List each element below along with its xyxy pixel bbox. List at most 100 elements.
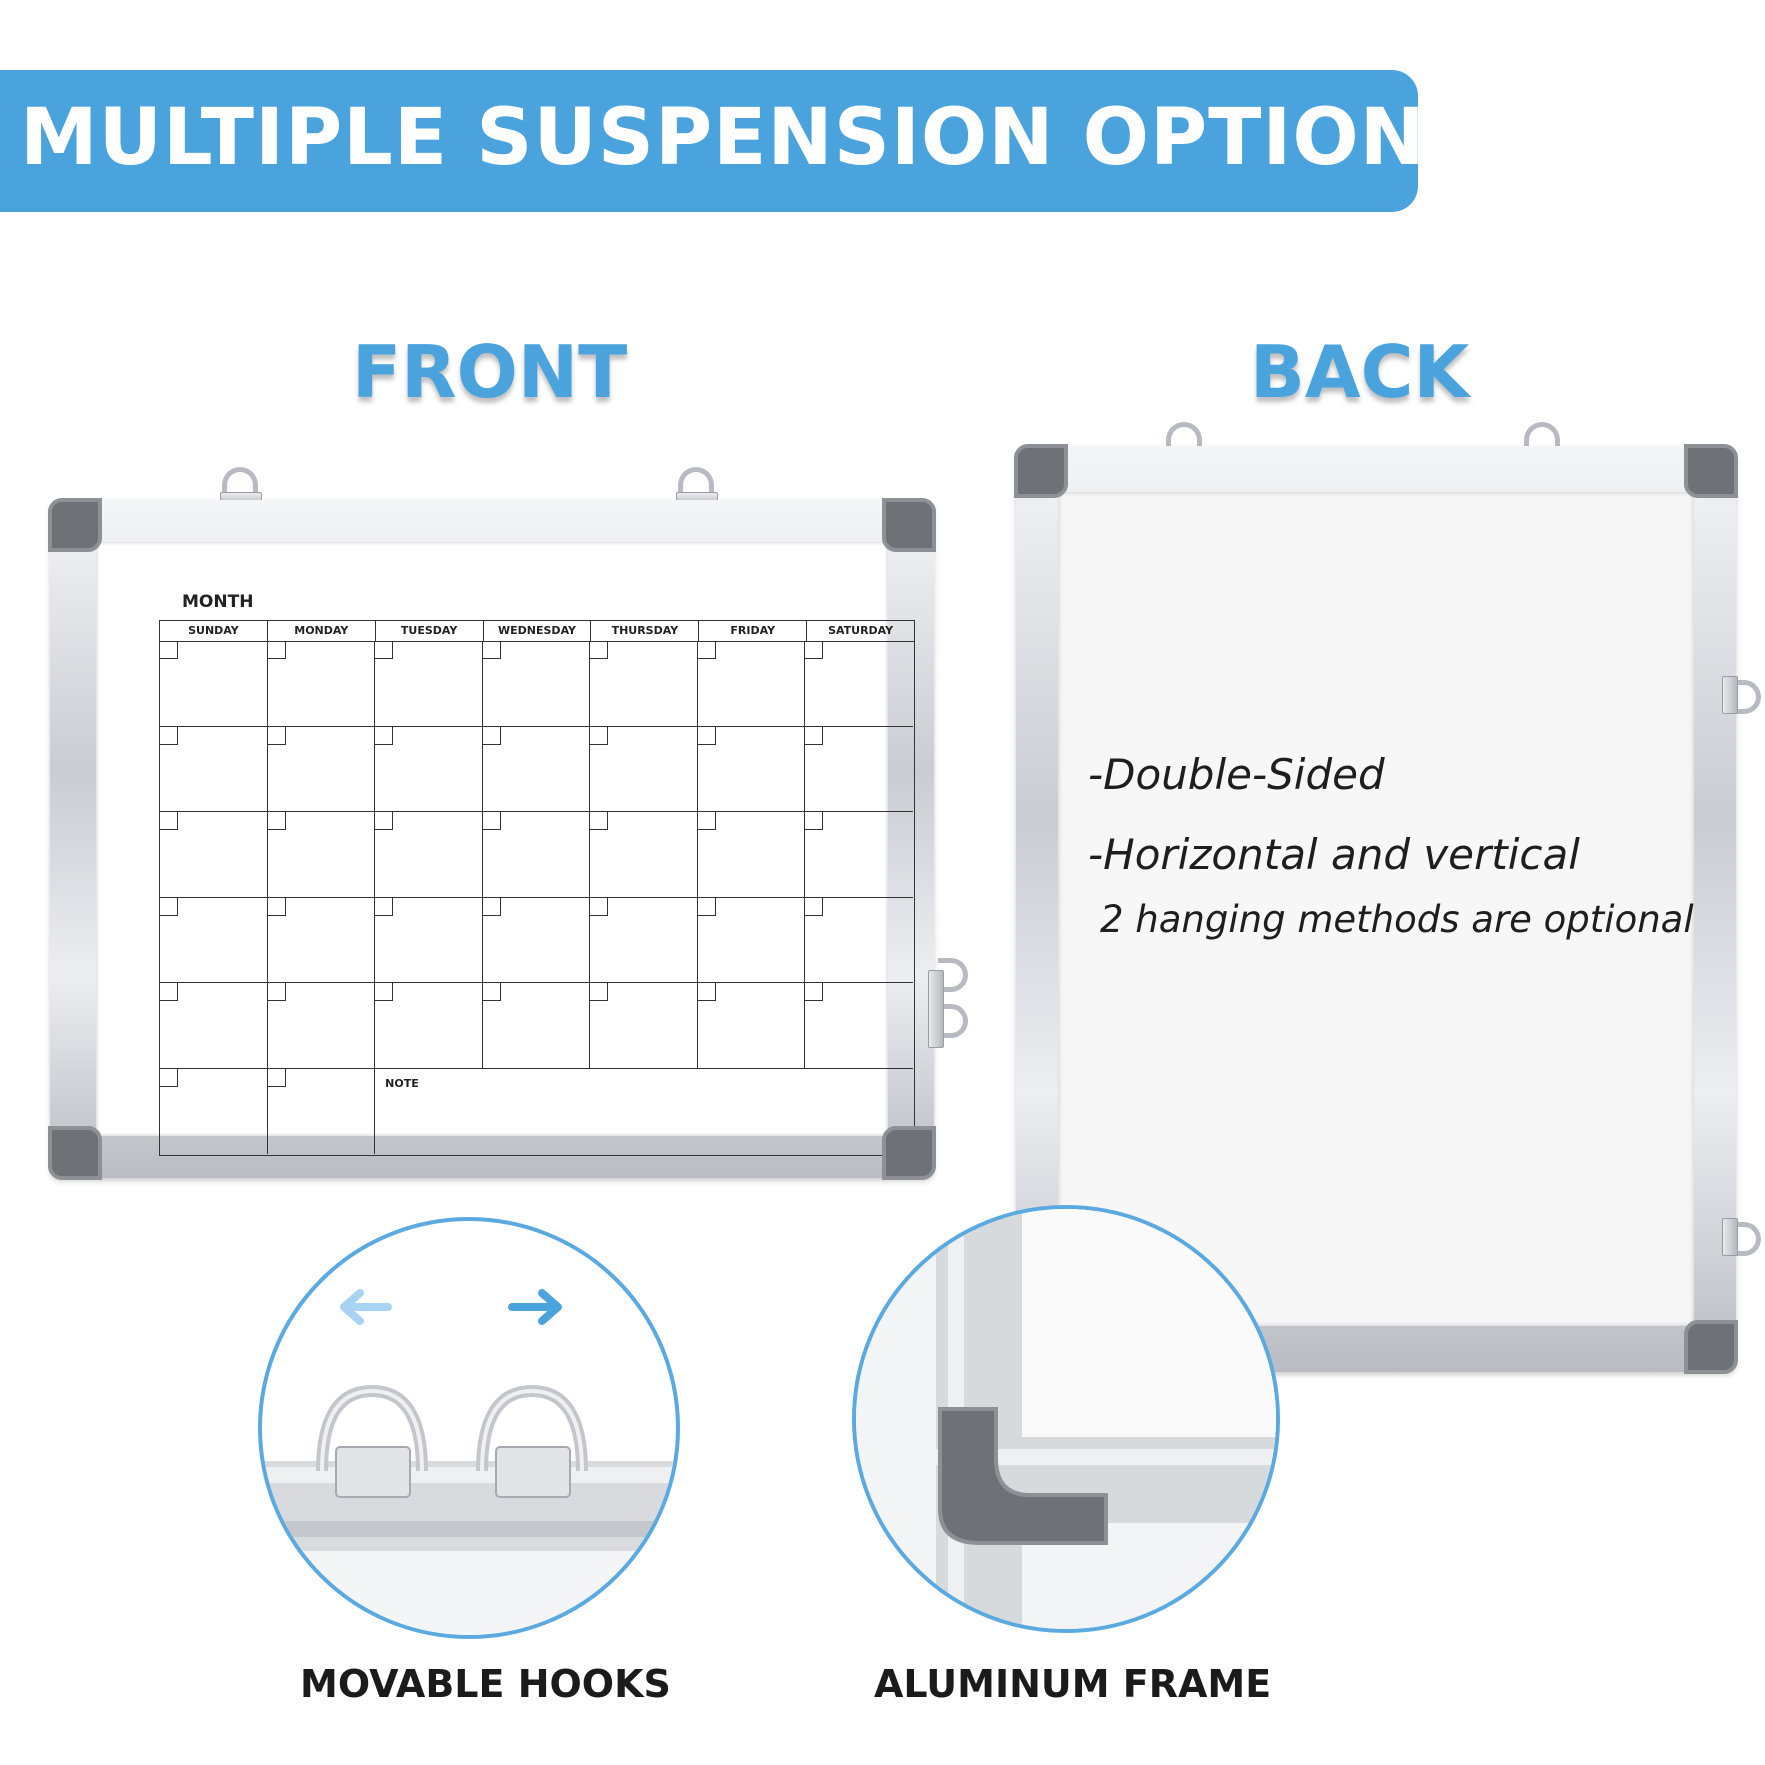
calendar-day-cell [805,641,913,727]
date-box [267,641,286,659]
calendar-cells: NOTE [160,641,914,1155]
banner-title: MULTIPLE SUSPENSION OPTIONS [20,93,1484,183]
date-box [590,641,609,659]
day-header-wednesday: WEDNESDAY [484,621,592,641]
calendar-day-cell [267,1068,376,1154]
date-box [375,641,394,659]
calendar-day-cell [482,726,591,812]
calendar-day-cell [267,726,376,812]
hooks-detail-illustration [262,1289,676,1635]
date-box [267,726,286,745]
date-box [697,897,716,916]
front-hook-right [678,467,714,497]
date-box [160,1068,178,1087]
calendar-day-cell [590,641,698,727]
front-whiteboard: MONTH SUNDAY MONDAY TUESDAY WEDNESDAY TH… [48,498,936,1180]
back-side-hook-upper [1731,680,1761,714]
date-box [375,983,394,1001]
corner-cap [48,1126,102,1180]
calendar-day-cell [590,983,698,1069]
corner-cap [882,1126,936,1180]
day-header-saturday: SATURDAY [828,624,894,637]
title-banner: MULTIPLE SUSPENSION OPTIONS [0,70,1482,212]
calendar-day-cell [267,812,376,898]
calendar-day-cell [482,897,591,983]
day-header-thursday: THURSDAY [591,621,700,641]
calendar-day-cell [697,983,806,1069]
date-box [805,983,824,1001]
back-hook-left [1166,422,1202,452]
date-box [590,897,609,916]
calendar-day-cell [160,897,268,983]
calendar-day-cell [697,812,806,898]
corner-cap [1684,444,1738,498]
aluminum-frame-detail [852,1205,1280,1633]
calendar-day-cell [482,641,591,727]
date-box [590,812,609,830]
calendar-day-cell [805,983,913,1069]
date-box [590,726,609,745]
date-box [482,983,501,1001]
date-box [267,1068,286,1087]
date-box [160,983,178,1001]
back-feature-line-2: -Horizontal and vertical [1088,830,1580,879]
corner-cap [1014,444,1068,498]
calendar-day-cell [267,641,376,727]
date-box [267,812,286,830]
month-label: MONTH [182,592,254,612]
day-header-friday: FRIDAY [699,621,808,641]
date-box [375,812,394,830]
date-box [267,983,286,1001]
date-box [697,641,716,659]
calendar-day-cell [160,641,268,727]
back-hook-right [1524,422,1560,452]
date-box [482,641,501,659]
calendar-grid: SUNDAY MONDAY TUESDAY WEDNESDAY THURSDAY… [159,620,915,1156]
calendar-day-cell [160,1068,268,1154]
calendar-day-cell [805,812,913,898]
calendar-day-cell [375,726,483,812]
calendar-day-cell [482,983,591,1069]
back-feature-line-3: 2 hanging methods are optional [1100,898,1694,941]
date-box [697,812,716,830]
calendar-day-cell [160,983,268,1069]
calendar-day-cell [267,897,376,983]
calendar-day-cell [160,726,268,812]
calendar-day-cell [805,897,913,983]
front-side-hook-lower [938,1004,968,1038]
date-box [267,897,286,916]
date-box [482,726,501,745]
aluminum-frame-caption: ALUMINUM FRAME [874,1662,1272,1706]
front-label: FRONT [352,330,628,414]
date-box [375,726,394,745]
date-box [697,983,716,1001]
date-box [160,641,178,659]
movable-hooks-detail [258,1217,680,1639]
corner-cap [1684,1320,1738,1374]
back-side-hook-lower [1731,1222,1761,1256]
date-box [805,812,824,830]
note-label: NOTE [385,1076,419,1090]
date-box [160,812,178,830]
calendar-day-cell [697,641,806,727]
calendar-day-cell [805,726,913,812]
arrow-right-icon [508,1289,562,1325]
calendar-day-cell [590,897,698,983]
date-box [805,726,824,745]
date-box [482,897,501,916]
frame-detail-illustration [856,1209,1276,1629]
arrow-left-icon [340,1289,392,1325]
day-header-tuesday: TUESDAY [376,621,484,641]
calendar-day-cell [482,812,591,898]
calendar-day-cell [697,897,806,983]
date-box [482,812,501,830]
calendar-day-cell [375,812,483,898]
date-box [697,726,716,745]
calendar-day-cell [697,726,806,812]
date-box [805,897,824,916]
calendar-day-cell [267,983,376,1069]
back-side-clip-lower [1722,1218,1738,1256]
date-box [805,641,824,659]
front-board-surface: MONTH SUNDAY MONDAY TUESDAY WEDNESDAY TH… [96,542,915,1156]
calendar-day-cell [375,983,483,1069]
